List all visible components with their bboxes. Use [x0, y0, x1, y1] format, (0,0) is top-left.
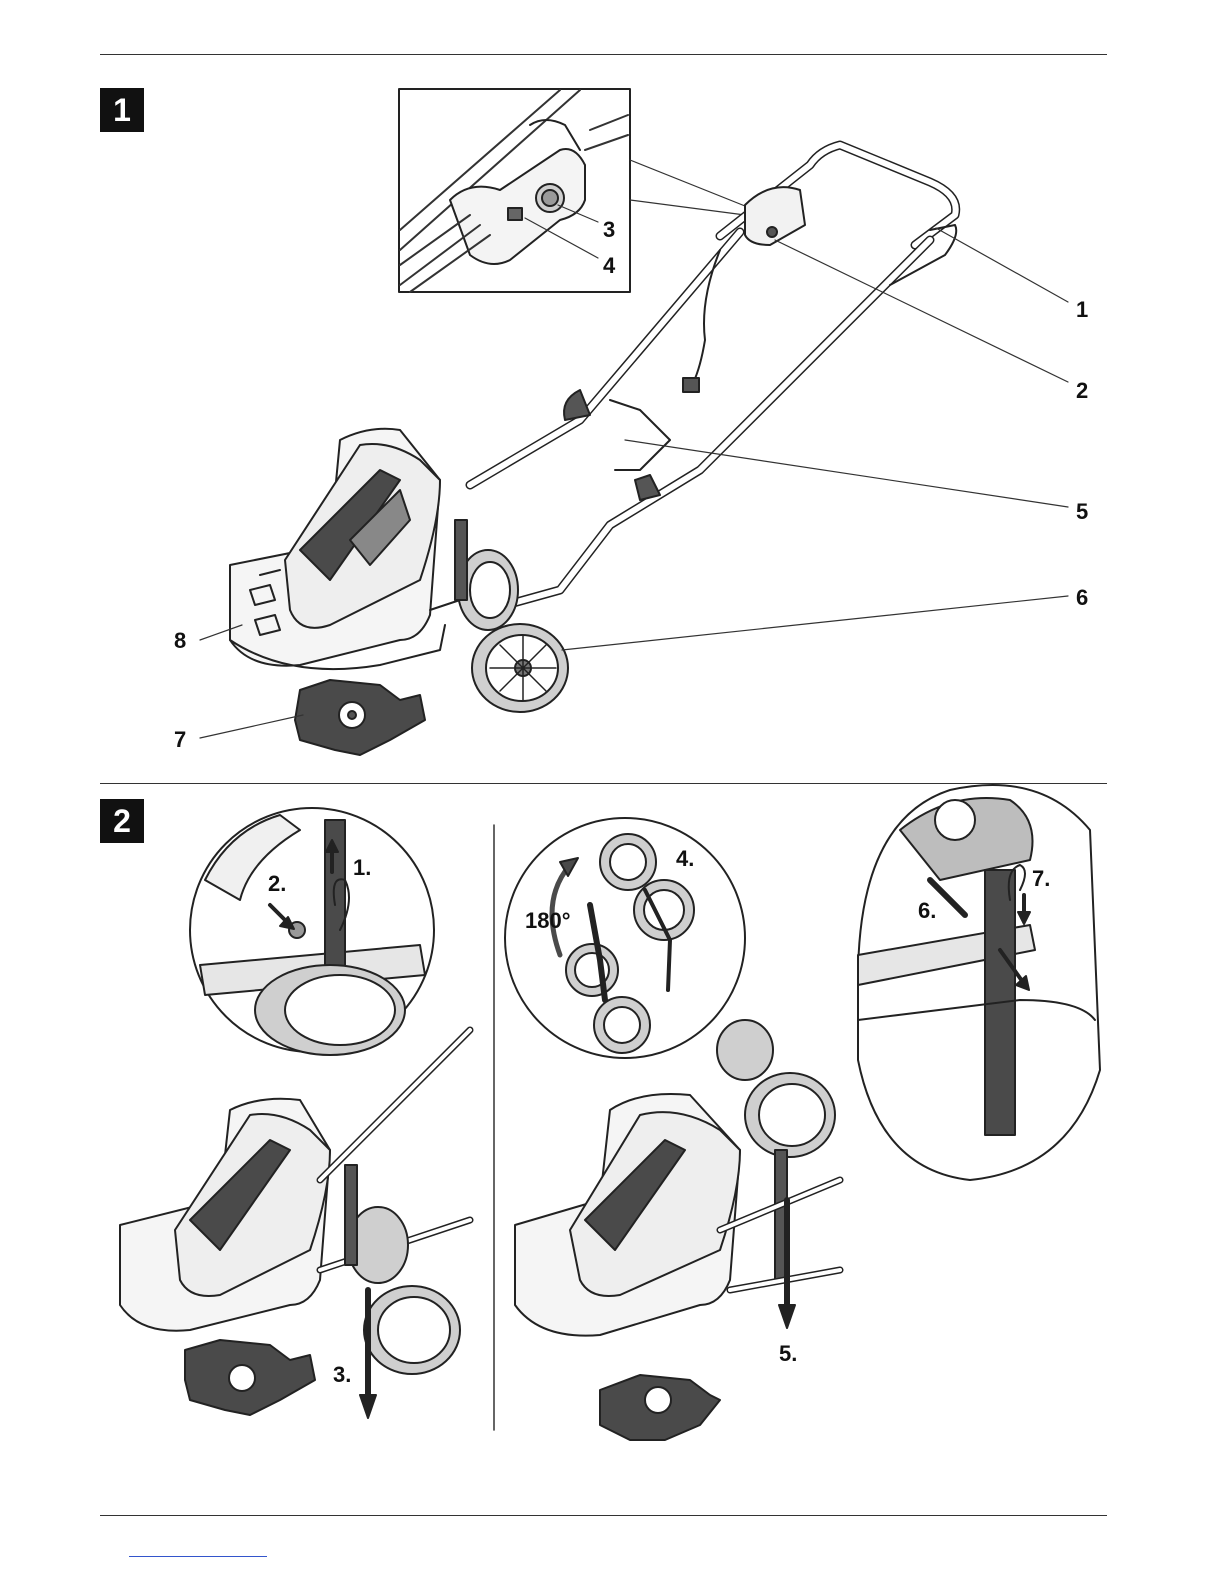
step-4-label: 4. — [676, 846, 694, 871]
callout-2: 2 — [1076, 378, 1088, 403]
figure-2-illustration: 1. 2. 3. 4. 5. 6. 7. 180° — [120, 785, 1100, 1440]
tiller-left-view — [120, 1030, 470, 1418]
leader-2 — [775, 240, 1068, 382]
wheel-rear — [430, 520, 518, 630]
leader-7 — [200, 715, 303, 738]
detail-circle-pin-insert — [858, 785, 1100, 1180]
tiller-motor-housing — [230, 429, 445, 669]
rotation-label: 180° — [525, 908, 571, 933]
callout-5: 5 — [1076, 499, 1088, 524]
callout-6: 6 — [1076, 585, 1088, 610]
tiller-right-view — [515, 1020, 840, 1440]
detail-circle-pin-removal — [190, 808, 434, 1055]
footer-link-underline — [129, 1556, 267, 1557]
callout-3: 3 — [603, 217, 615, 242]
callout-4: 4 — [603, 253, 616, 278]
figure-1-callout-labels: 1 2 3 4 5 6 7 8 — [174, 217, 1088, 752]
callout-1: 1 — [1076, 297, 1088, 322]
step-7-label: 7. — [1032, 866, 1050, 891]
leader-1 — [936, 228, 1068, 302]
wheel-front — [472, 624, 568, 712]
step-5-label: 5. — [779, 1341, 797, 1366]
step-1-label: 1. — [353, 855, 371, 880]
figure-1-illustration: 1 2 3 4 5 6 7 8 — [174, 89, 1088, 755]
step-6-label: 6. — [918, 898, 936, 923]
step-3-label: 3. — [333, 1362, 351, 1387]
callout-8: 8 — [174, 628, 186, 653]
detail-circle-wheel-rotate — [505, 818, 745, 1058]
callout-7: 7 — [174, 727, 186, 752]
leader-6 — [562, 596, 1068, 650]
tiller-tines — [295, 680, 425, 755]
step-2-label: 2. — [268, 871, 286, 896]
